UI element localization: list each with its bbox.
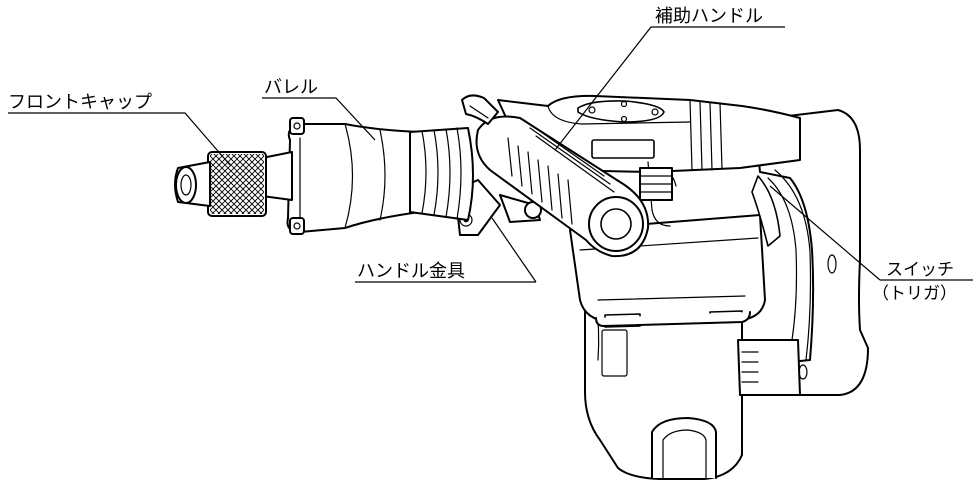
auxiliary-handle (461, 94, 650, 258)
front-cap (174, 151, 293, 217)
hammer-drill-illustration (174, 94, 869, 480)
label-auxiliary-handle: 補助ハンドル (655, 6, 763, 27)
label-switch-trigger: （トリガ） (872, 284, 957, 304)
label-switch: スイッチ (886, 260, 954, 280)
label-front-cap: フロントキャップ (8, 92, 152, 113)
leader-lines (8, 26, 973, 283)
barrel-body (286, 117, 474, 235)
label-barrel: バレル (264, 77, 318, 98)
handle-post (639, 167, 673, 201)
label-handle-bracket: ハンドル金具 (357, 261, 465, 282)
